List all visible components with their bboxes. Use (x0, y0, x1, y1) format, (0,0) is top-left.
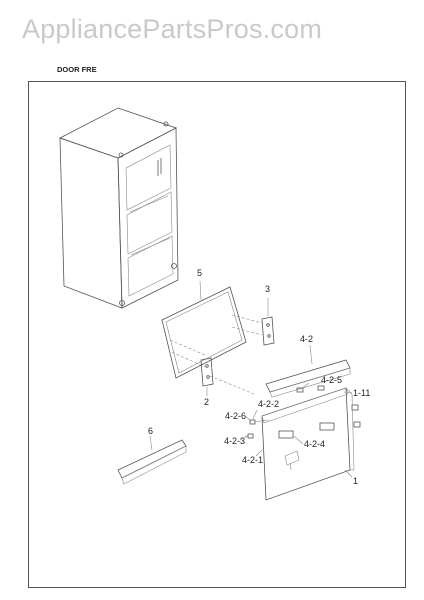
drawer-handle-part (117, 435, 187, 485)
callout-1: 1 (353, 476, 358, 486)
callout-2: 2 (204, 397, 209, 407)
hinge-bracket-part (261, 298, 275, 346)
callout-4-2-4: 4-2-4 (304, 439, 325, 449)
fasteners (245, 382, 361, 439)
callout-4-2-1: 4-2-1 (242, 455, 263, 465)
callout-6: 6 (148, 426, 153, 436)
alignment-lines (169, 314, 263, 395)
callout-4-2-2: 4-2-2 (258, 399, 279, 409)
callout-3: 3 (265, 284, 270, 294)
section-label: DOOR FRE (57, 65, 97, 74)
drawer-door-part (261, 387, 355, 501)
callout-4-2: 4-2 (300, 334, 313, 344)
callout-1-11: 1-11 (353, 388, 370, 398)
callout-4-2-6: 4-2-6 (225, 411, 246, 421)
leader-lines (239, 391, 353, 457)
watermark-logo: AppliancePartsPros.com (22, 14, 323, 44)
refrigerator-cabinet (58, 107, 179, 309)
door-cap-part (265, 344, 351, 398)
door-gasket-part (161, 280, 247, 379)
diagram-frame (28, 81, 406, 588)
hinge-bracket-lower-part (200, 357, 214, 396)
callout-5: 5 (197, 268, 202, 278)
callout-4-2-5: 4-2-5 (321, 375, 342, 385)
callout-4-2-3: 4-2-3 (224, 436, 245, 446)
